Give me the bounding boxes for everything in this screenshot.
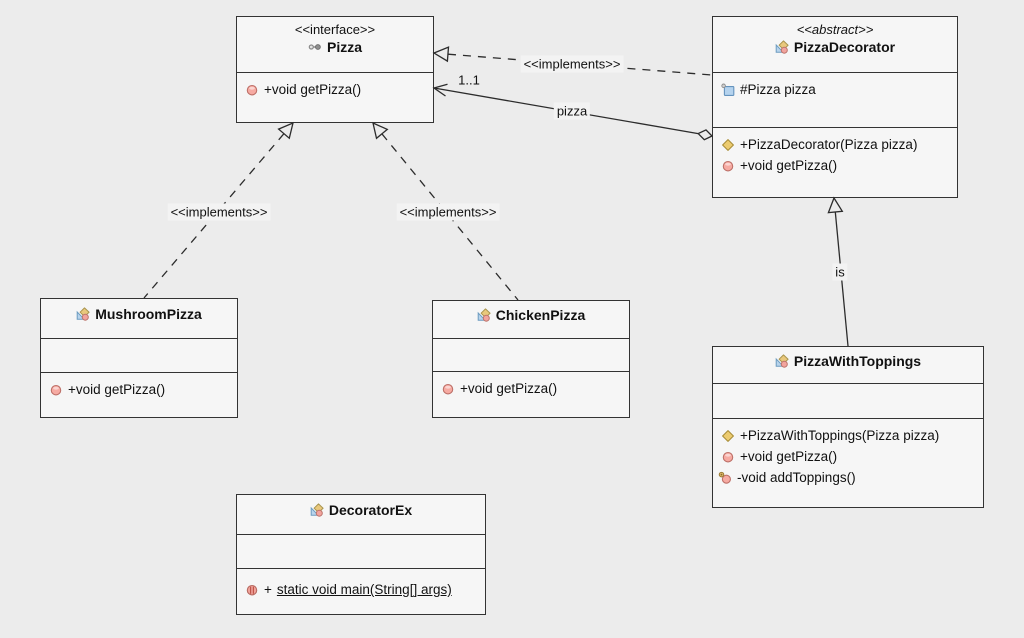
edge-label-implements-decorator: <<implements>>	[520, 55, 624, 73]
method-label: +void getPizza()	[264, 82, 362, 97]
class-box-chickenpizza[interactable]: ChickenPizza +void getPizza()	[432, 300, 630, 418]
method-row: +void getPizza()	[41, 379, 237, 400]
class-box-pizza[interactable]: <<interface>> Pizza +void getPizza()	[236, 16, 434, 123]
edge-label-role-pizza: pizza	[553, 102, 591, 120]
public-method-icon	[722, 451, 734, 462]
protected-field-icon	[721, 82, 735, 96]
public-method-icon	[50, 384, 62, 395]
method-row: +PizzaDecorator(Pizza pizza)	[713, 134, 957, 155]
fields-section	[41, 338, 237, 372]
class-name: PizzaDecorator	[793, 39, 896, 55]
class-header: MushroomPizza	[41, 306, 237, 338]
method-row: -void addToppings()	[713, 467, 983, 488]
class-name: PizzaWithToppings	[793, 353, 922, 369]
methods-section: +void getPizza()	[41, 372, 237, 425]
method-row: +void getPizza()	[433, 378, 629, 399]
class-name: Pizza	[326, 39, 362, 55]
methods-section: +PizzaDecorator(Pizza pizza) +void getPi…	[713, 127, 957, 203]
constructor-icon	[722, 138, 734, 151]
fields-section	[237, 534, 485, 568]
edge-label-implements-chicken: <<implements>>	[396, 203, 500, 221]
class-icon	[775, 40, 789, 54]
method-label: +PizzaDecorator(Pizza pizza)	[740, 137, 918, 152]
stereotype-label: <<interface>>	[294, 22, 376, 37]
private-method-icon	[718, 471, 731, 484]
class-name: DecoratorEx	[328, 502, 413, 518]
class-header: ChickenPizza	[433, 307, 629, 338]
method-row: +void getPizza()	[713, 446, 983, 467]
method-label: +void getPizza()	[740, 158, 838, 173]
class-icon	[775, 354, 789, 368]
method-label: +void getPizza()	[740, 449, 838, 464]
method-label: +void getPizza()	[68, 382, 166, 397]
method-row: +void getPizza()	[713, 155, 957, 176]
method-label: +void getPizza()	[460, 381, 558, 396]
class-icon	[76, 307, 90, 321]
fields-section	[713, 383, 983, 418]
class-box-decoratorex[interactable]: DecoratorEx + static void main(String[] a…	[236, 494, 486, 615]
method-row: + static void main(String[] args)	[237, 575, 485, 600]
class-header: PizzaWithToppings	[713, 353, 983, 383]
field-label: #Pizza pizza	[740, 82, 816, 97]
method-visibility: +	[264, 582, 272, 597]
class-box-pizzawithtoppings[interactable]: PizzaWithToppings +PizzaWithToppings(Piz…	[712, 346, 984, 508]
public-method-icon	[722, 160, 734, 171]
class-icon	[310, 503, 324, 517]
class-icon	[477, 308, 491, 322]
class-header: DecoratorEx	[237, 502, 485, 534]
class-header: <<abstract>> PizzaDecorator	[713, 22, 957, 72]
method-row: +PizzaWithToppings(Pizza pizza)	[713, 425, 983, 446]
field-row: #Pizza pizza	[713, 79, 957, 100]
constructor-icon	[722, 429, 734, 442]
method-label: static void main(String[] args)	[276, 582, 452, 597]
methods-section: +void getPizza()	[237, 72, 433, 128]
public-method-icon	[442, 383, 454, 394]
method-label: -void addToppings()	[737, 470, 856, 485]
public-method-icon	[246, 84, 258, 95]
fields-section	[433, 338, 629, 371]
stereotype-label: <<abstract>>	[796, 22, 874, 37]
fields-section: #Pizza pizza	[713, 72, 957, 127]
edge-label-is: is	[832, 263, 848, 281]
class-name: MushroomPizza	[95, 306, 202, 322]
methods-section: +PizzaWithToppings(Pizza pizza) +void ge…	[713, 418, 983, 514]
interface-icon	[308, 43, 322, 51]
class-box-mushroompizza[interactable]: MushroomPizza +void getPizza()	[40, 298, 238, 418]
method-row: +void getPizza()	[237, 79, 433, 100]
static-method-icon	[246, 584, 258, 596]
edge-label-implements-mushroom: <<implements>>	[167, 203, 271, 221]
edge-label-multiplicity: 1..1	[458, 72, 480, 88]
class-name: ChickenPizza	[495, 307, 586, 323]
methods-section: +void getPizza()	[433, 371, 629, 424]
method-label: +PizzaWithToppings(Pizza pizza)	[740, 428, 940, 443]
class-box-pizzadecorator[interactable]: <<abstract>> PizzaDecorator #Pizza pizza…	[712, 16, 958, 198]
class-header: <<interface>> Pizza	[237, 22, 433, 72]
methods-section: + static void main(String[] args)	[237, 568, 485, 621]
